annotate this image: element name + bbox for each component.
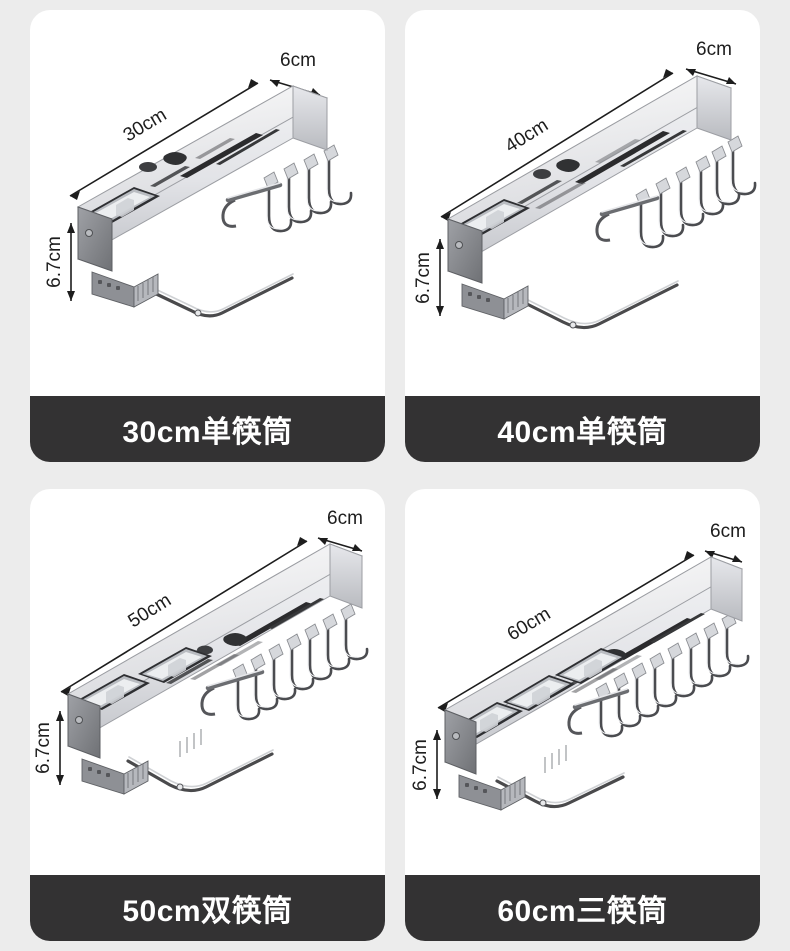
dimension-height-50cm: 6.7cm: [33, 711, 64, 785]
rack-illustration-60cm: [443, 556, 750, 811]
dimension-depth-label: 6cm: [327, 508, 363, 529]
product-label-bar-40cm[interactable]: 40cm单筷筒: [405, 396, 760, 462]
chopstick-cup: [456, 199, 530, 235]
product-label-bar-60cm[interactable]: 60cm三筷筒: [405, 875, 760, 941]
dimension-length-label: 60cm: [504, 603, 555, 645]
product-card-50cm[interactable]: 50cm 6cm 6.7cm: [30, 489, 385, 941]
knife-slots: [517, 130, 687, 209]
product-card-30cm[interactable]: 30cm 6cm 6.7cm: [30, 10, 385, 462]
dimension-height-label: 6.7cm: [413, 252, 434, 304]
product-label-40cm: 40cm单筷筒: [497, 416, 668, 449]
chopstick-cup: [86, 187, 160, 223]
chopstick-cup-group: [76, 647, 212, 710]
wire-towel-bar: [126, 749, 274, 793]
product-label-50cm: 50cm双筷筒: [122, 895, 293, 928]
product-image-30cm: 30cm 6cm 6.7cm: [30, 10, 385, 396]
product-image-50cm: 50cm 6cm 6.7cm: [30, 489, 385, 875]
dimension-height-label: 6.7cm: [44, 236, 65, 288]
dimension-depth-60cm: 6cm: [704, 521, 746, 563]
wire-towel-bar: [495, 772, 625, 809]
product-label-60cm: 60cm三筷筒: [497, 895, 668, 928]
hook-group: [639, 144, 757, 249]
dimension-height-40cm: 6.7cm: [413, 239, 444, 316]
dimension-depth-label: 6cm: [696, 39, 732, 60]
product-card-60cm[interactable]: 60cm 6cm 6.7cm: [405, 489, 760, 941]
dimension-height-label: 6.7cm: [33, 722, 54, 774]
rack-illustration-40cm: [446, 75, 757, 330]
dimension-depth-label: 6cm: [710, 521, 746, 542]
rack-illustration-30cm: [76, 85, 353, 318]
product-image-60cm: 60cm 6cm 6.7cm: [405, 489, 760, 875]
knife-slots: [166, 598, 324, 684]
dimension-height-label: 6.7cm: [410, 739, 431, 791]
product-card-40cm[interactable]: 40cm 6cm 6.7cm: [405, 10, 760, 462]
hook-group: [599, 621, 750, 738]
product-label-30cm: 30cm单筷筒: [122, 416, 293, 449]
product-image-40cm: 40cm 6cm 6.7cm: [405, 10, 760, 396]
product-label-bar-50cm[interactable]: 50cm双筷筒: [30, 875, 385, 941]
chopstick-cup-group: [451, 648, 627, 738]
product-label-bar-30cm[interactable]: 30cm单筷筒: [30, 396, 385, 462]
knife-slots: [139, 129, 280, 187]
hook-group: [236, 612, 369, 721]
dimension-depth-50cm: 6cm: [317, 508, 363, 552]
wire-towel-bar: [513, 280, 679, 330]
rack-illustration-50cm: [66, 543, 369, 795]
dimension-length-label: 40cm: [502, 115, 553, 157]
hook-group: [267, 153, 353, 233]
wire-towel-bar: [148, 273, 294, 318]
dimension-height-60cm: 6.7cm: [410, 730, 441, 799]
dimension-depth-40cm: 6cm: [685, 39, 737, 85]
dimension-depth-label: 6cm: [280, 50, 316, 71]
dimension-height-30cm: 6.7cm: [44, 223, 75, 301]
